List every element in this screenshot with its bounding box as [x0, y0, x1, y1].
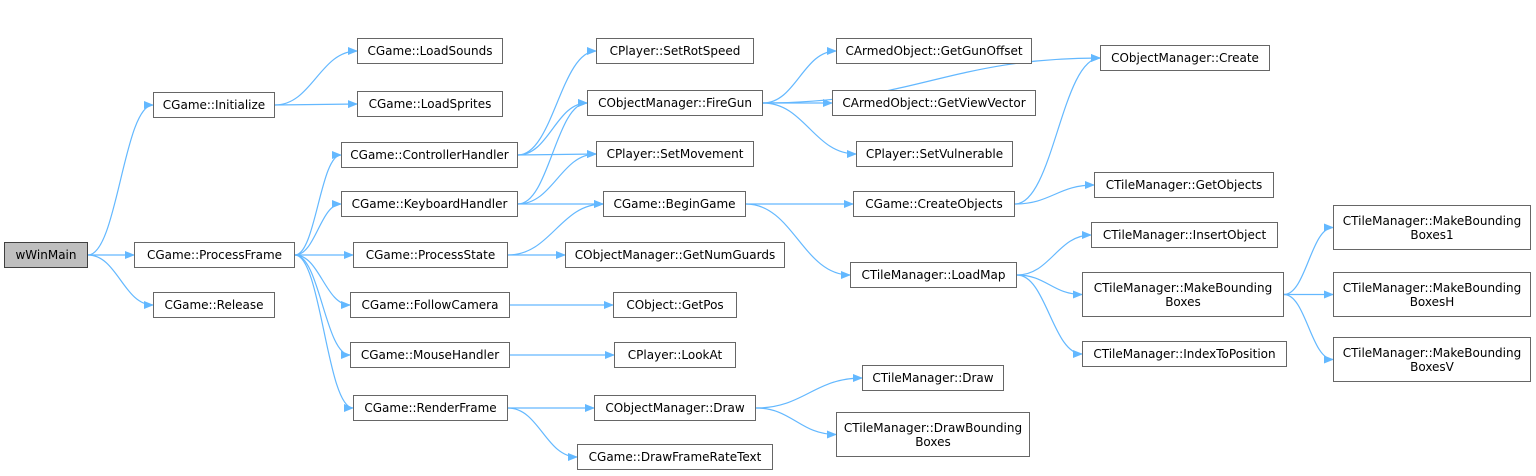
edge-ctilemanager-loadmap-to-ctilemanager-makeboundingboxes [1016, 274, 1083, 299]
edge-ctilemanager-makeboundingboxes-to-ctilemanager-makeboundingboxesv [1283, 293, 1334, 364]
node-cgame-renderframe[interactable]: CGame::RenderFrame [353, 395, 508, 421]
edge-cgame-createobjects-to-cobjectmanager-create [1014, 54, 1101, 205]
node-cgame-processframe[interactable]: CGame::ProcessFrame [134, 242, 295, 268]
node-cgame-initialize[interactable]: CGame::Initialize [153, 92, 275, 118]
node-cgame-createobjects[interactable]: CGame::CreateObjects [853, 191, 1015, 217]
node-ctilemanager-makeboundingboxesh[interactable]: CTileManager::MakeBounding BoxesH [1333, 272, 1531, 317]
node-ctilemanager-insertobject[interactable]: CTileManager::InsertObject [1091, 222, 1278, 248]
node-cgame-keyboardhandler[interactable]: CGame::KeyboardHandler [341, 191, 518, 217]
node-ctilemanager-drawboundingboxes[interactable]: CTileManager::DrawBounding Boxes [836, 412, 1030, 457]
edge-cgame-controllerhandler-to-cplayer-setmovement [517, 150, 597, 159]
node-cgame-controllerhandler[interactable]: CGame::ControllerHandler [341, 142, 518, 168]
node-cplayer-setmovement[interactable]: CPlayer::SetMovement [596, 141, 754, 167]
node-wwinmain[interactable]: wWinMain [4, 242, 88, 268]
node-cobject-getpos[interactable]: CObject::GetPos [613, 292, 737, 318]
edge-cgame-processframe-to-cgame-keyboardhandler [294, 200, 342, 256]
edge-cgame-controllerhandler-to-cobjectmanager-firegun [517, 99, 588, 156]
edge-cobjectmanager-draw-to-ctilemanager-draw [755, 374, 863, 409]
node-cgame-processstate[interactable]: CGame::ProcessState [353, 242, 508, 268]
node-ctilemanager-makeboundingboxes[interactable]: CTileManager::MakeBounding Boxes [1082, 272, 1284, 317]
edge-ctilemanager-loadmap-to-ctilemanager-insertobject [1016, 231, 1092, 276]
edge-ctilemanager-loadmap-to-ctilemanager-indextoposition [1016, 274, 1083, 358]
node-ctilemanager-draw[interactable]: CTileManager::Draw [862, 365, 1004, 391]
edge-cgame-processframe-to-cgame-followcamera [294, 254, 351, 309]
edge-cgame-processframe-to-cgame-controllerhandler [294, 151, 342, 256]
edge-cgame-processframe-to-cgame-renderframe [294, 254, 354, 412]
edge-cgame-createobjects-to-ctilemanager-getobjects [1014, 181, 1095, 205]
edge-cgame-keyboardhandler-to-cplayer-setmovement [517, 150, 597, 205]
edge-cgame-begingame-to-ctilemanager-loadmap [745, 203, 851, 279]
edge-cgame-controllerhandler-to-cplayer-setrotspeed [517, 47, 597, 156]
node-cobjectmanager-getnumguards[interactable]: CObjectManager::GetNumGuards [565, 242, 785, 268]
edge-cobjectmanager-firegun-to-cplayer-setvulnerable [762, 102, 857, 158]
node-ctilemanager-getobjects[interactable]: CTileManager::GetObjects [1094, 172, 1274, 198]
node-cgame-loadsounds[interactable]: CGame::LoadSounds [357, 38, 503, 64]
node-cgame-release[interactable]: CGame::Release [153, 292, 275, 318]
edge-cgame-renderframe-to-cgame-drawframeratetext [507, 407, 578, 461]
edge-cobjectmanager-firegun-to-carmedobject-getgunoffset [762, 47, 837, 104]
edge-wwinmain-to-cgame-initialize [87, 101, 154, 256]
node-cgame-drawframeratetext[interactable]: CGame::DrawFrameRateText [577, 444, 773, 470]
node-carmedobject-getviewvector[interactable]: CArmedObject::GetViewVector [832, 90, 1036, 116]
edge-cobjectmanager-firegun-to-cobjectmanager-create [762, 54, 1101, 104]
edge-ctilemanager-makeboundingboxes-to-ctilemanager-makeboundingboxes1 [1283, 223, 1334, 296]
node-ctilemanager-loadmap[interactable]: CTileManager::LoadMap [850, 262, 1017, 288]
edge-cgame-processstate-to-cgame-begingame [507, 200, 604, 256]
node-cobjectmanager-create[interactable]: CObjectManager::Create [1100, 45, 1270, 71]
edge-cgame-initialize-to-cgame-loadsounds [274, 47, 358, 106]
node-cgame-followcamera[interactable]: CGame::FollowCamera [350, 292, 510, 318]
edge-wwinmain-to-cgame-release [87, 254, 154, 309]
edge-cgame-keyboardhandler-to-cobjectmanager-firegun [517, 99, 588, 205]
node-cobjectmanager-draw[interactable]: CObjectManager::Draw [594, 395, 756, 421]
node-cplayer-setvulnerable[interactable]: CPlayer::SetVulnerable [856, 141, 1013, 167]
node-cplayer-lookat[interactable]: CPlayer::LookAt [614, 342, 736, 368]
node-cgame-begingame[interactable]: CGame::BeginGame [603, 191, 746, 217]
edge-cgame-initialize-to-cgame-loadsprites [274, 100, 358, 109]
edge-cobjectmanager-draw-to-ctilemanager-drawboundingboxes [755, 407, 837, 439]
node-cplayer-setrotspeed[interactable]: CPlayer::SetRotSpeed [596, 38, 754, 64]
node-ctilemanager-makeboundingboxes1[interactable]: CTileManager::MakeBounding Boxes1 [1333, 205, 1531, 250]
node-cobjectmanager-firegun[interactable]: CObjectManager::FireGun [587, 90, 763, 116]
node-ctilemanager-indextoposition[interactable]: CTileManager::IndexToPosition [1082, 341, 1287, 367]
edge-cgame-processframe-to-cgame-mousehandler [294, 254, 351, 359]
node-ctilemanager-makeboundingboxesv[interactable]: CTileManager::MakeBounding BoxesV [1333, 337, 1531, 382]
node-cgame-mousehandler[interactable]: CGame::MouseHandler [350, 342, 510, 368]
node-cgame-loadsprites[interactable]: CGame::LoadSprites [357, 91, 503, 117]
node-carmedobject-getgunoffset[interactable]: CArmedObject::GetGunOffset [836, 38, 1032, 64]
